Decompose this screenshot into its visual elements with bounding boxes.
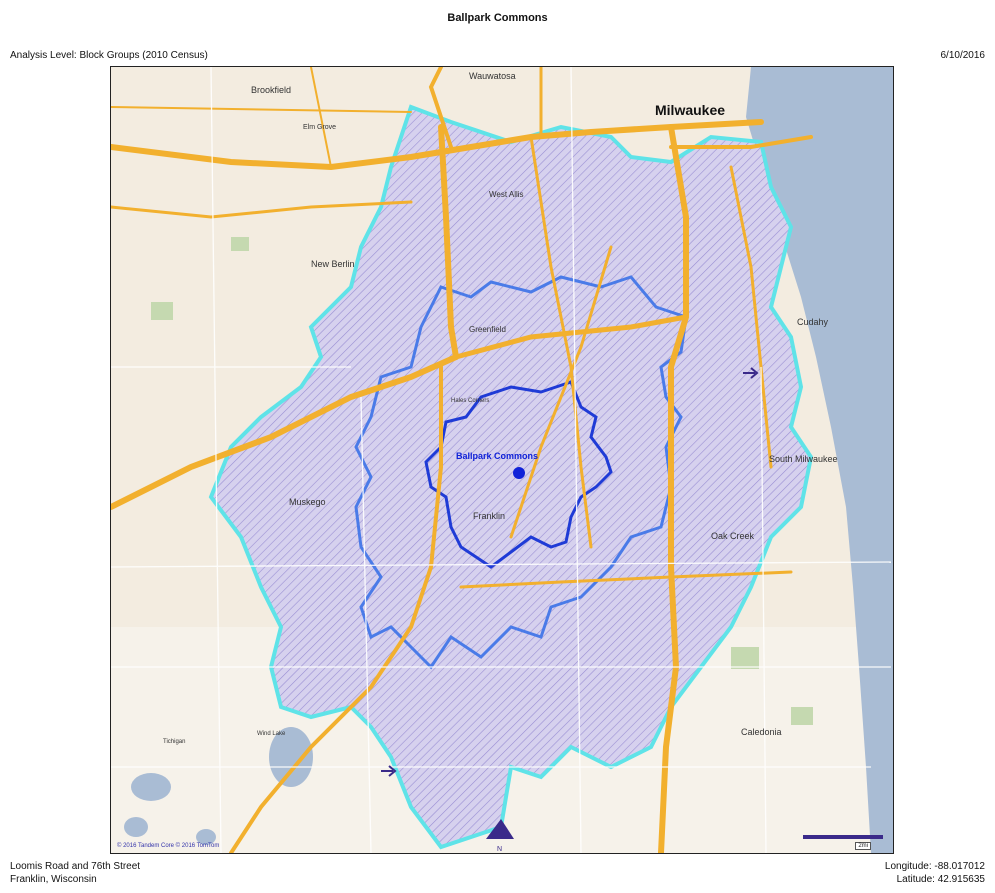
label-cudahy: Cudahy	[797, 317, 829, 327]
label-elm-grove: Elm Grove	[303, 124, 336, 131]
label-new-berlin: New Berlin	[311, 259, 355, 269]
trade-area-inner	[424, 380, 613, 569]
report-date: 6/10/2016	[940, 50, 986, 61]
trade-area-middle	[354, 275, 688, 670]
highway-network	[111, 67, 813, 853]
north-arrow-icon	[486, 819, 514, 839]
latitude: Latitude: 42.915635	[896, 874, 985, 885]
highway-i94-west	[111, 119, 764, 171]
label-tichigan: Tichigan	[163, 739, 185, 745]
report-title: Ballpark Commons	[447, 12, 548, 24]
label-wauwatosa: Wauwatosa	[469, 71, 516, 81]
north-label: N	[497, 846, 503, 853]
west-arrow-icon	[381, 765, 397, 777]
label-greenfield: Greenfield	[469, 325, 506, 334]
label-south-milwaukee: South Milwaukee	[769, 454, 838, 464]
highway-i94-south	[658, 124, 689, 853]
longitude: Longitude: -88.017012	[884, 861, 985, 872]
site-marker[interactable]	[513, 467, 525, 479]
label-brookfield: Brookfield	[251, 85, 291, 95]
site-coordinates: Longitude: -88.017012 Latitude: 42.91563…	[885, 860, 985, 886]
map-canvas: Wauwatosa Brookfield Elm Grove Milwaukee…	[111, 67, 893, 853]
address-line-2: Franklin, Wisconsin	[10, 874, 97, 885]
label-oak-creek: Oak Creek	[711, 531, 755, 541]
label-caledonia: Caledonia	[741, 727, 782, 737]
address-line-1: Loomis Road and 76th Street	[10, 861, 141, 872]
label-hales-corners: Hales Corners	[451, 398, 489, 404]
analysis-level: Analysis Level: Block Groups (2010 Censu…	[10, 50, 208, 61]
east-arrow-icon	[743, 367, 759, 379]
label-milwaukee: Milwaukee	[655, 102, 725, 118]
wind-lake	[269, 727, 313, 787]
highway-airport-spur	[453, 314, 689, 360]
highway-i43-south	[111, 354, 459, 510]
trade-area-outer	[208, 104, 814, 850]
label-site: Ballpark Commons	[456, 451, 538, 461]
scale-bar	[803, 835, 883, 839]
map-view[interactable]: Wauwatosa Brookfield Elm Grove Milwaukee…	[110, 66, 894, 854]
site-address: Loomis Road and 76th Street Franklin, Wi…	[10, 860, 140, 886]
label-muskego: Muskego	[289, 497, 326, 507]
label-franklin: Franklin	[473, 511, 505, 521]
map-copyright: © 2016 Tandem Core © 2016 TomTom	[117, 843, 220, 849]
label-west-allis: West Allis	[489, 190, 524, 199]
highway-i894	[438, 124, 459, 360]
highway-us45	[229, 365, 443, 853]
scale-label: 2mi	[855, 842, 871, 850]
lake-michigan	[746, 67, 893, 853]
label-wind-lake: Wind Lake	[257, 731, 286, 737]
